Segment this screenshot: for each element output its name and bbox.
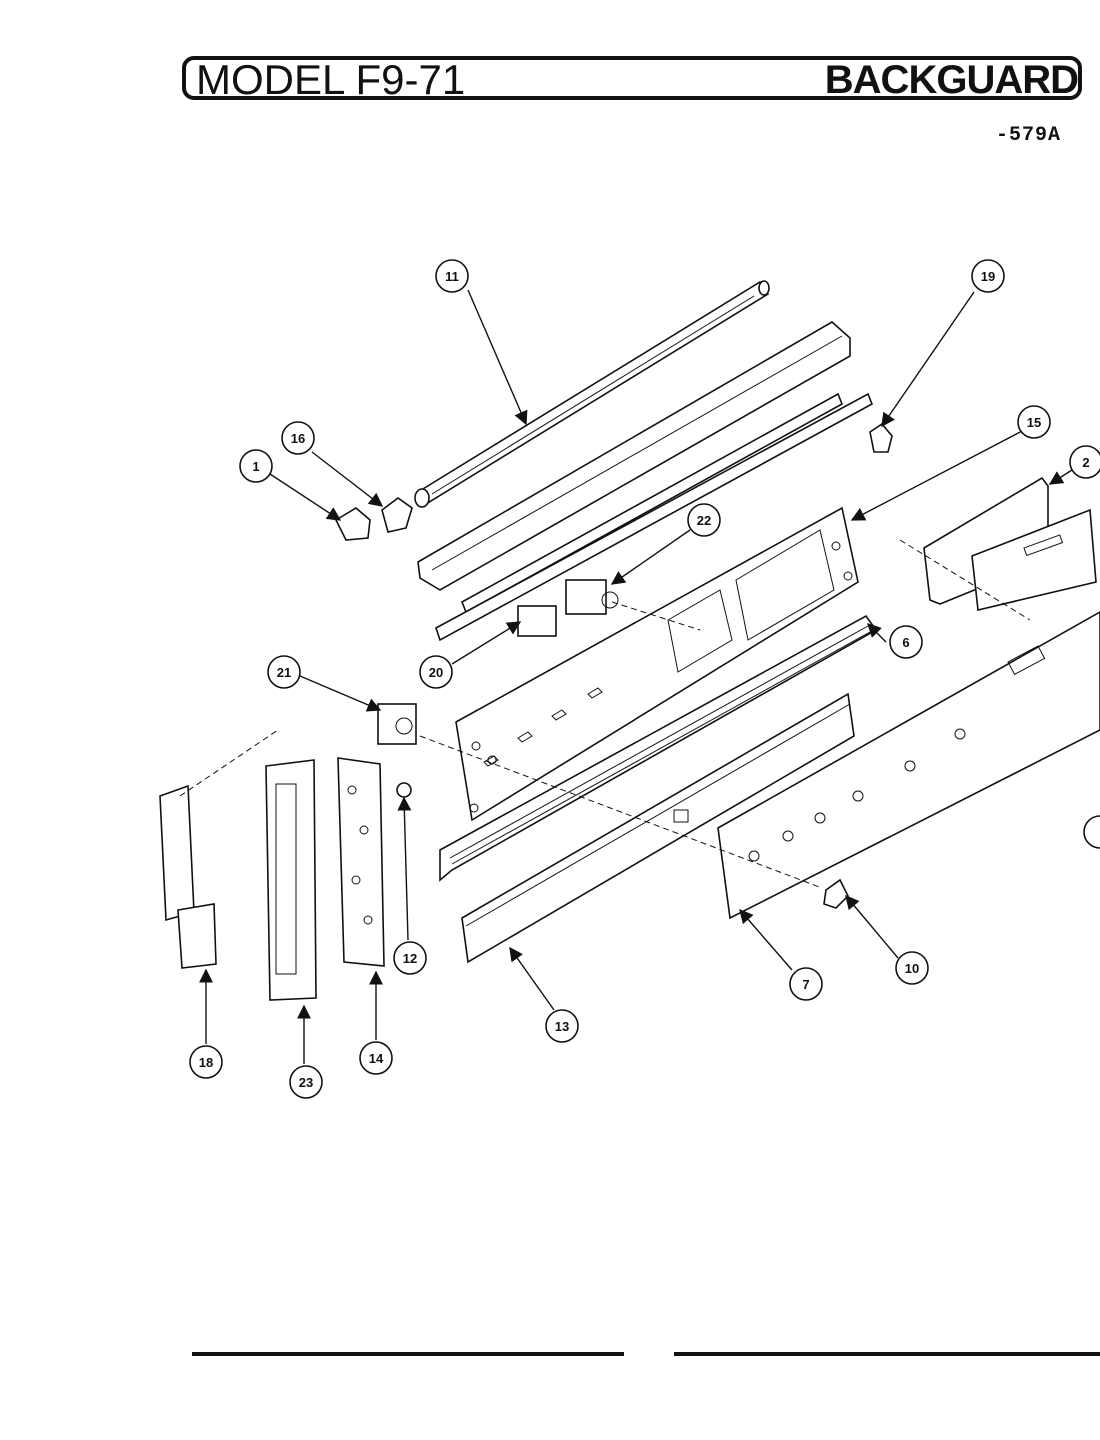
callout-23: 23 bbox=[289, 1065, 323, 1099]
switch-part-22 bbox=[565, 579, 619, 615]
callout-18: 18 bbox=[189, 1045, 223, 1079]
callout-11: 11 bbox=[435, 259, 469, 293]
lamp-holder-part-16 bbox=[381, 497, 413, 533]
lamp-bracket-strip bbox=[435, 392, 874, 642]
knob-part-10 bbox=[823, 878, 849, 909]
svg-text:1: 1 bbox=[252, 459, 259, 474]
reference-code: -579A bbox=[996, 124, 1062, 147]
control-panel bbox=[717, 611, 1100, 920]
section-title: BACKGUARD bbox=[824, 58, 1079, 102]
header-frame bbox=[182, 56, 1082, 100]
rail bbox=[439, 614, 878, 882]
end-cap-part-23 bbox=[265, 759, 317, 1001]
lower-trim bbox=[461, 692, 855, 964]
backguard-panel bbox=[455, 506, 859, 822]
svg-text:22: 22 bbox=[697, 513, 711, 528]
svg-text:11: 11 bbox=[445, 269, 459, 284]
callout-12: 12 bbox=[393, 941, 427, 975]
lamp-cover bbox=[417, 321, 851, 591]
callout-2: 2 bbox=[1069, 445, 1100, 479]
callout-15: 15 bbox=[1017, 405, 1051, 439]
callout-19: 19 bbox=[971, 259, 1005, 293]
model-title: MODEL F9-71 bbox=[196, 56, 466, 103]
switch-part-20 bbox=[517, 605, 557, 637]
socket-part-1 bbox=[334, 507, 371, 541]
end-bracket-part-14 bbox=[337, 757, 385, 967]
callout-14: 14 bbox=[359, 1041, 393, 1075]
clip-part-19 bbox=[869, 422, 893, 453]
callout-1: 1 bbox=[239, 449, 273, 483]
svg-text:12: 12 bbox=[403, 951, 417, 966]
svg-text:13: 13 bbox=[555, 1019, 569, 1034]
svg-text:10: 10 bbox=[905, 961, 919, 976]
svg-text:19: 19 bbox=[981, 269, 995, 284]
thermostat-part-21 bbox=[377, 703, 417, 745]
svg-text:6: 6 bbox=[902, 635, 909, 650]
callout-20: 20 bbox=[419, 655, 453, 689]
svg-text:21: 21 bbox=[277, 665, 291, 680]
callout-10: 10 bbox=[895, 951, 929, 985]
svg-text:7: 7 bbox=[802, 977, 809, 992]
svg-text:14: 14 bbox=[369, 1051, 384, 1066]
svg-text:20: 20 bbox=[429, 665, 443, 680]
callout-22: 22 bbox=[687, 503, 721, 537]
svg-text:15: 15 bbox=[1027, 415, 1041, 430]
callout-6: 6 bbox=[889, 625, 923, 659]
callout-13: 13 bbox=[545, 1009, 579, 1043]
callout-7: 7 bbox=[789, 967, 823, 1001]
end-bracket-part-18 bbox=[159, 784, 217, 969]
fluorescent-tube bbox=[414, 280, 770, 508]
svg-text:18: 18 bbox=[199, 1055, 213, 1070]
svg-text:2: 2 bbox=[1082, 455, 1089, 470]
callout-21: 21 bbox=[267, 655, 301, 689]
clock-housing bbox=[923, 476, 1097, 611]
svg-text:16: 16 bbox=[291, 431, 305, 446]
callout-16: 16 bbox=[281, 421, 315, 455]
svg-text:23: 23 bbox=[299, 1075, 313, 1090]
screw-part-12 bbox=[396, 782, 412, 798]
